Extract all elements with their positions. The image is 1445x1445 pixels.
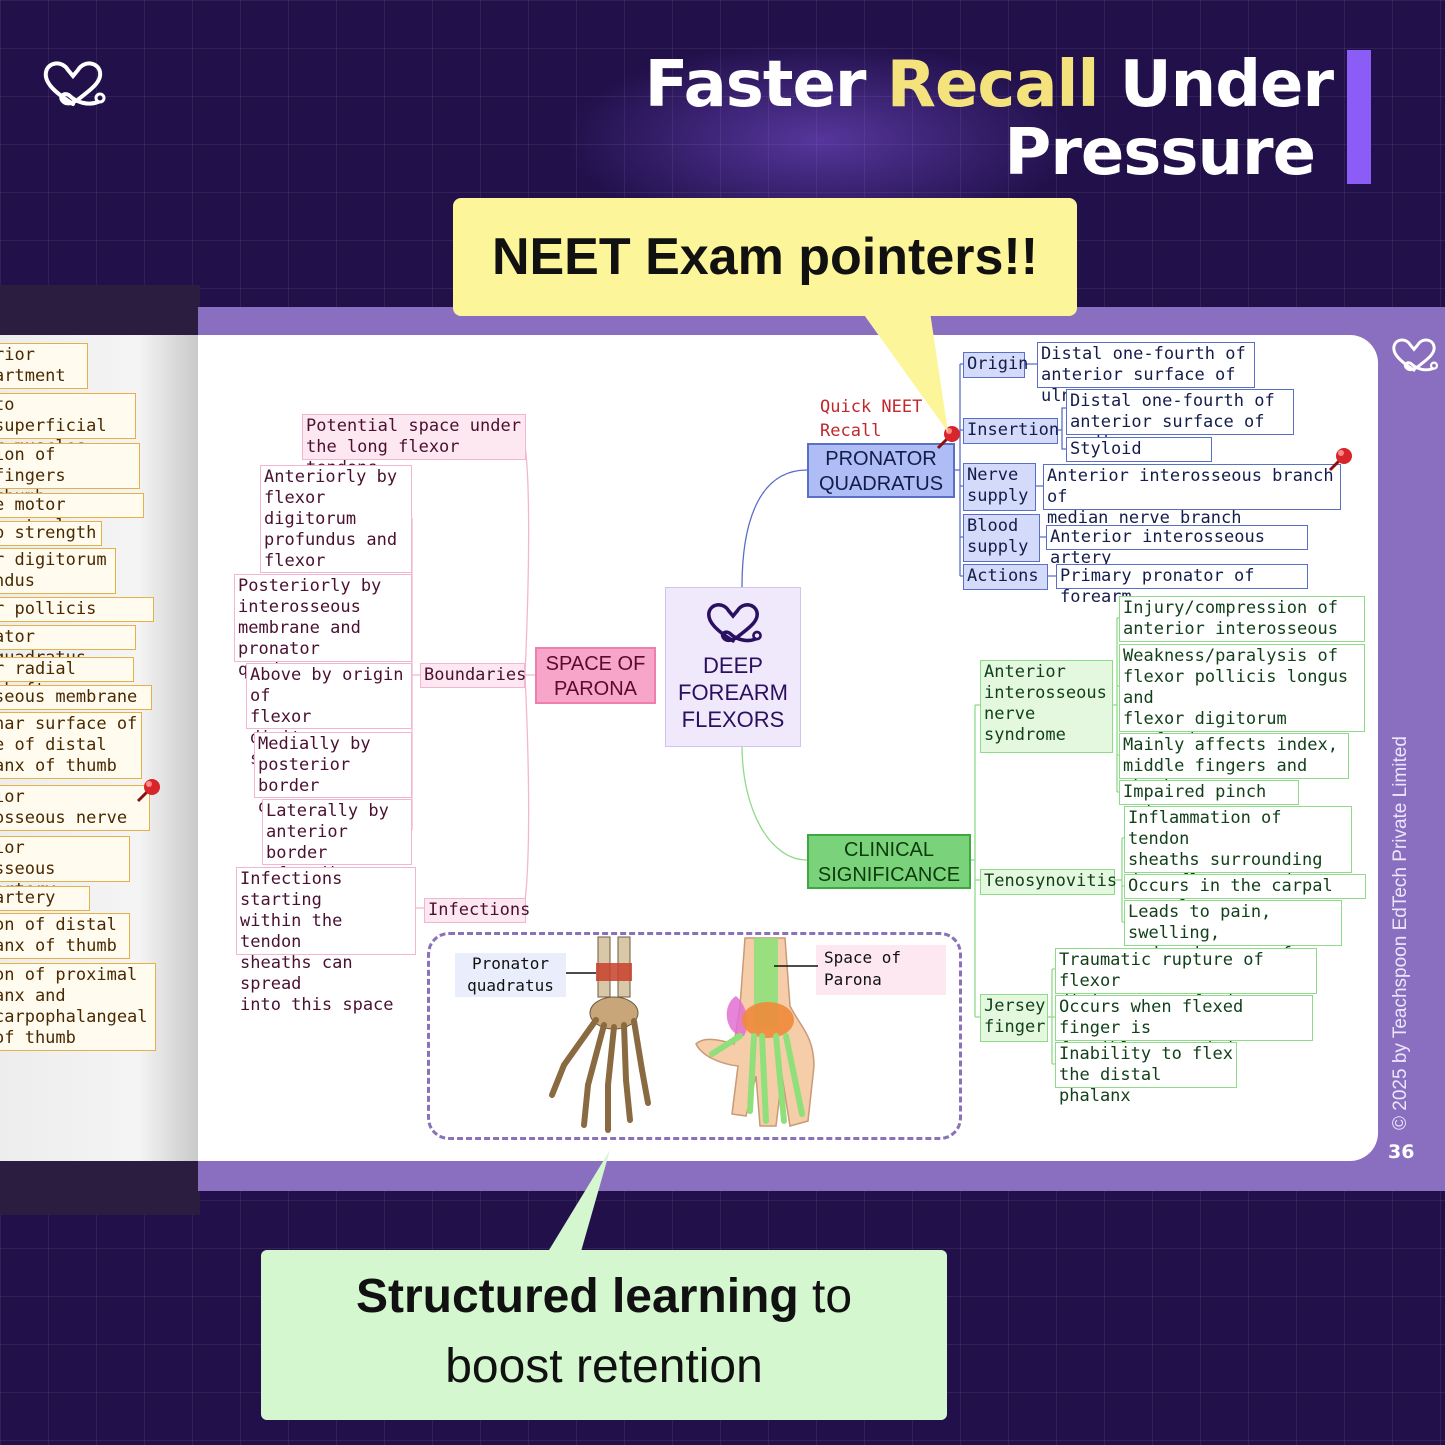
origin-node: Distal one-fourth of anterior surface of… (1037, 342, 1255, 406)
infections-label: Infections (424, 898, 530, 923)
page-logo-icon (1392, 338, 1439, 372)
boundary-medial-node: Medially by posterior border of ulna (254, 732, 412, 817)
left-page-node: ion of fingers thumb (0, 443, 140, 507)
infections-node: Infections starting within the tendon sh… (236, 867, 416, 1015)
red-pushpin-icon (1328, 448, 1352, 472)
insertion-node: Distal one-fourth of anterior surface of… (1066, 389, 1294, 453)
pronator-quadratus-figure-label: Pronator quadratus (455, 953, 566, 997)
neet-callout-text: NEET Exam pointers!! (491, 228, 1039, 286)
headline-highlight: Recall (886, 48, 1100, 122)
nerve-supply-label: Nerve supply (963, 463, 1036, 511)
insertion-styloid-node: Styloid process (1066, 437, 1212, 480)
left-page: rior artment to superficial r muscles io… (0, 335, 198, 1161)
palm-tendon-illustration (695, 937, 818, 1127)
structured-learning-text: Structured learning to boost retention (355, 1270, 853, 1393)
boundaries-label: Boundaries (420, 663, 526, 688)
actions-node: Primary pronator of forearm (1056, 564, 1308, 607)
red-pushpin-icon (936, 426, 960, 450)
origin-label: Origin (963, 352, 1028, 378)
heart-stethoscope-logo-icon (707, 603, 762, 643)
space-of-parona-node: SPACE OF PARONA (535, 647, 656, 704)
ain-syndrome-label: Anterior interosseous nerve syndrome (980, 660, 1113, 753)
space-of-parona-figure-label: Space of Parona (816, 945, 946, 995)
neet-callout-bubble (453, 198, 1077, 316)
actions-label: Actions (963, 564, 1048, 590)
central-node: DEEP FOREARM FLEXORS (665, 587, 801, 747)
blood-supply-label: Blood supply (963, 514, 1040, 562)
left-page-node: seous membrane (0, 685, 152, 710)
left-page-node: p strength (0, 521, 102, 546)
left-page-node: to superficial r muscles (0, 393, 136, 457)
anatomy-figure-box (427, 932, 962, 1140)
insertion-label: Insertion (963, 418, 1059, 444)
left-page-node: on of proximal anx and carpophalangeal o… (0, 963, 156, 1051)
hand-skeleton-illustration (549, 936, 651, 1133)
central-title: DEEP FOREARM FLEXORS (678, 653, 788, 732)
clinical-significance-node: CLINICAL SIGNIFICANCE (807, 834, 971, 889)
parona-definition-node: Potential space under the long flexor te… (302, 414, 526, 478)
nerve-supply-node: Anterior interosseous branch of median n… (1043, 464, 1341, 528)
headline-line-2: Pressure (1004, 116, 1316, 190)
red-pushpin-icon (136, 779, 160, 803)
left-page-node: r digitorum ndus (0, 548, 116, 594)
tenosynovitis-label: Tenosynovitis (980, 869, 1117, 895)
left-page-node: on of distal anx of thumb (0, 913, 130, 959)
heart-stethoscope-logo-icon (43, 61, 106, 106)
ain-detail-node: Mainly affects index, middle fingers and… (1119, 733, 1349, 797)
jersey-finger-label: Jersey finger (980, 994, 1048, 1042)
accent-bar (1347, 50, 1371, 184)
left-page-node: ior osseous nerve (0, 785, 150, 831)
pronator-quadratus-node: PRONATOR QUADRATUS (807, 443, 955, 498)
left-page-node: rior artment (0, 343, 88, 389)
blood-supply-node: Anterior interosseous artery (1046, 525, 1308, 568)
headline-line-1: Faster Recall Under (644, 48, 1334, 122)
quick-neet-recall-label: Quick NEET Recall (820, 397, 923, 441)
left-page-node: artery (0, 886, 90, 911)
structured-learning-callout (261, 1250, 947, 1420)
jersey-detail-node: Inability to flex the distal phalanx (1055, 1042, 1237, 1106)
page-number: 36 (1388, 1141, 1415, 1163)
left-page-node: nar surface of e of distal anx of thumb (0, 712, 142, 779)
ain-detail-node: Weakness/paralysis of flexor pollicis lo… (1119, 644, 1365, 771)
